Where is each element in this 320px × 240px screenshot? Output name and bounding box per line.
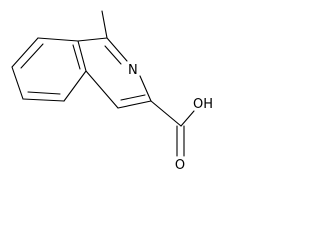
ring-bond-c8a-c1 (77, 37, 108, 42)
ring-bond-c5-c4a (63, 70, 87, 102)
ring-bond-c6-c5-inner (27, 91, 61, 95)
ring-bond-c8a-c8 (37, 37, 79, 42)
methyl-bond (101, 10, 108, 39)
carbonyl-oxygen-label: O (175, 158, 185, 171)
bond-c3-carboxyl (150, 100, 182, 127)
ring-bond-c8-c7-inner (20, 43, 44, 69)
ring-bond-c3-c4-inner (120, 94, 146, 101)
ring-bond-c1-n2-inner (104, 45, 122, 65)
nitrogen-atom-label: N (128, 63, 138, 78)
ring-bond-c3-c4 (117, 100, 152, 109)
ring-bond-c4-c4a (85, 70, 119, 109)
ring-bond-c4a-c8a-inner (72, 44, 81, 70)
ring-bond-n2-c3 (139, 75, 152, 102)
chemical-structure-diagram: N OH O (11, 10, 213, 171)
ring-bond-c6-c5 (22, 98, 65, 102)
bond-carboxyl-oh (180, 110, 195, 127)
ring-bond-c8-c7 (11, 37, 39, 68)
hydroxyl-label: OH (193, 97, 213, 112)
ring-bond-c1-n2 (106, 37, 128, 62)
ring-bond-c4a-c8a (77, 40, 87, 72)
ring-bond-c7-c6 (11, 66, 24, 100)
